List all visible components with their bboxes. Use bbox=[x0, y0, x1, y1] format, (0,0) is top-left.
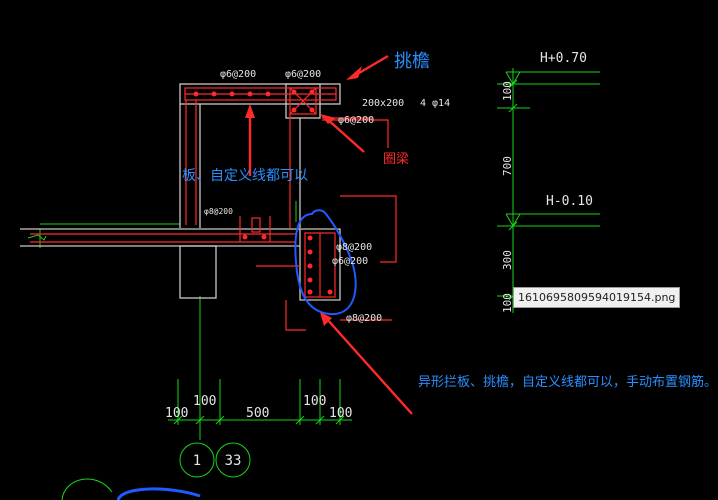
beam-main-bar-label: 4 φ14 bbox=[420, 98, 450, 109]
eave-annotation: 挑檐 bbox=[394, 51, 430, 72]
elevation-mid: H-0.10 bbox=[546, 194, 593, 209]
highlight-loop bbox=[294, 209, 357, 316]
rebar-top-left-label: φ6@200 bbox=[220, 69, 256, 80]
dim-700: 700 bbox=[501, 156, 514, 176]
rebar-top-right-label: φ6@200 bbox=[285, 69, 321, 80]
annotation-group: 挑檐 圈梁 板、自定义线都可以 bbox=[182, 51, 430, 184]
dim-100-bottom: 100 bbox=[501, 293, 514, 313]
ring-beam-annotation: 圈梁 bbox=[383, 152, 409, 167]
slab-rebar-tag: φ8@200 bbox=[204, 207, 233, 216]
dim-300: 300 bbox=[501, 250, 514, 270]
beam-stirrup-label: φ6@200 bbox=[338, 115, 374, 126]
highlight-stroke-bottom bbox=[116, 487, 201, 500]
axis-label-1: 1 bbox=[193, 453, 201, 469]
wall-upper-rebar-label: φ8@200 bbox=[336, 242, 372, 253]
elevation-group: H+0.70 H-0.10 bbox=[540, 51, 593, 209]
dim-text-4: 100 bbox=[303, 394, 326, 409]
filename-tooltip: 1610695809594019154.png bbox=[513, 287, 681, 308]
rebar-dots bbox=[193, 89, 333, 295]
dim-text-1: 100 bbox=[165, 406, 188, 421]
beam-size-label: 200x200 bbox=[362, 98, 404, 109]
wall-lower-rebar-label: φ6@200 bbox=[332, 256, 368, 267]
main-annotation-note: 异形拦板、挑檐，自定义线都可以，手动布置钢筋。 bbox=[418, 375, 718, 390]
vertical-dim-group: 100 700 300 100 bbox=[501, 81, 514, 313]
bottom-rebar-label: φ8@200 bbox=[346, 313, 382, 324]
axis-label-33: 33 bbox=[225, 453, 242, 469]
dimension-lines bbox=[27, 68, 600, 500]
arrow-heads bbox=[245, 66, 362, 326]
dim-text-2: 100 bbox=[193, 394, 216, 409]
horizontal-dim-group: 100 100 500 100 100 bbox=[165, 394, 352, 421]
elevation-top: H+0.70 bbox=[540, 51, 587, 66]
annotation-arrows bbox=[248, 54, 413, 415]
concrete-outline bbox=[20, 83, 341, 301]
slab-annotation: 板、自定义线都可以 bbox=[182, 168, 308, 184]
dim-text-3: 500 bbox=[246, 406, 269, 421]
axis-label-group: 1 33 bbox=[193, 453, 242, 469]
rebar-label-group: φ6@200 φ6@200 200x200 4 φ14 φ6@200 φ8@20… bbox=[204, 69, 450, 324]
dim-text-5: 100 bbox=[329, 406, 352, 421]
dim-100-top: 100 bbox=[501, 81, 514, 101]
